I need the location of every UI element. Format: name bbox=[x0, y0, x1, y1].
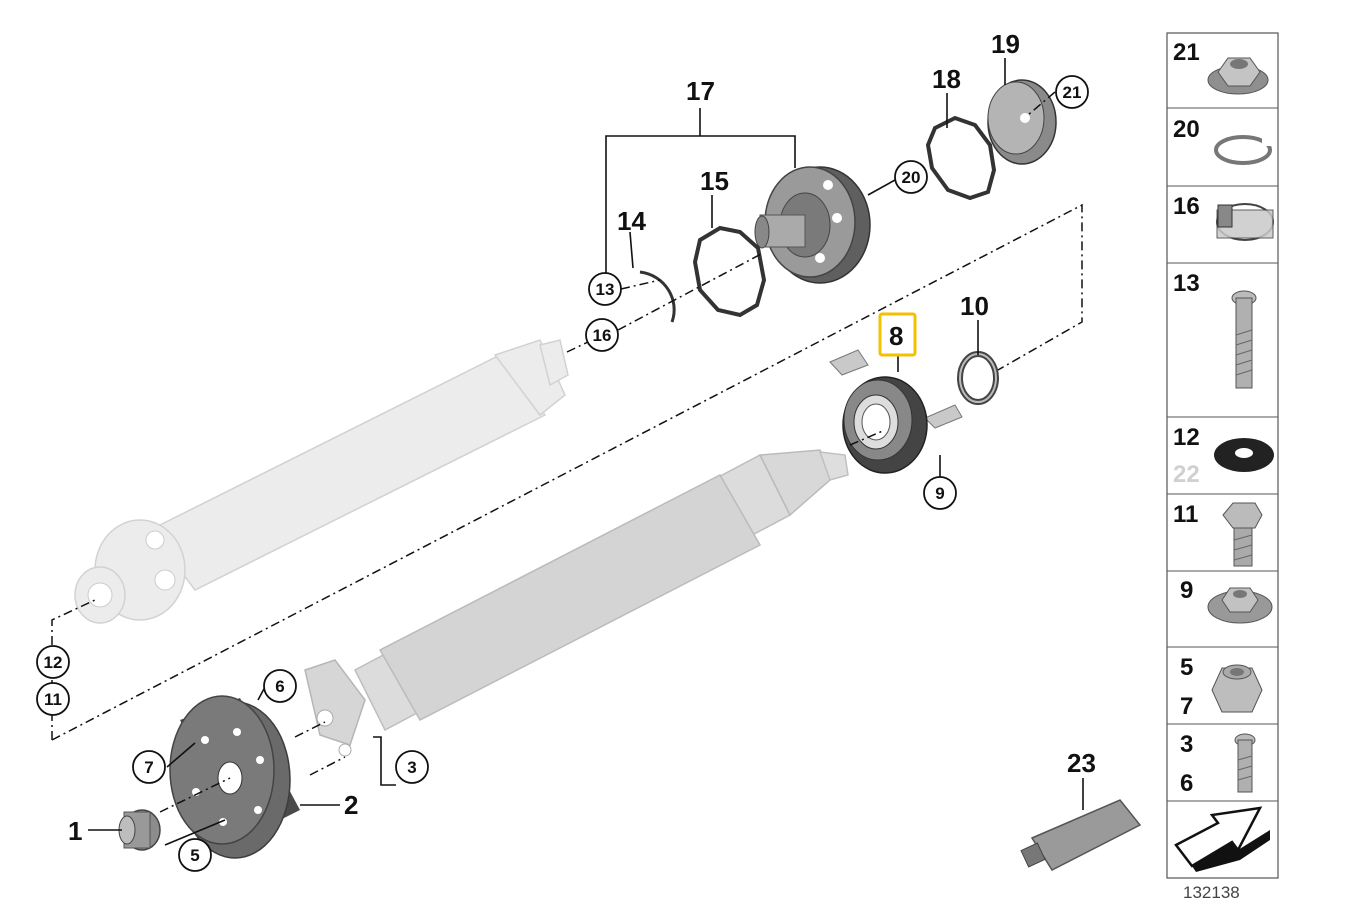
arrow-icon bbox=[1174, 806, 1270, 872]
svg-text:3: 3 bbox=[407, 758, 416, 777]
panel-label-5: 5 bbox=[1180, 654, 1193, 681]
grease-tube bbox=[1020, 799, 1142, 871]
self-locking-nut-icon bbox=[1211, 664, 1263, 713]
callout-5: 5 bbox=[178, 838, 212, 872]
label-1: 1 bbox=[68, 816, 82, 846]
parts-panel: 21 20 16 13 12 22 11 9 5 7 3 6 bbox=[1166, 32, 1279, 879]
callout-21: 21 bbox=[1055, 75, 1089, 109]
panel-label-6: 6 bbox=[1180, 770, 1193, 797]
panel-label-21: 21 bbox=[1173, 39, 1200, 66]
svg-text:20: 20 bbox=[902, 168, 921, 187]
label-14: 14 bbox=[617, 206, 646, 236]
hex-bolt-icon bbox=[1222, 502, 1263, 567]
panel-label-22: 22 bbox=[1173, 461, 1200, 488]
label-23: 23 bbox=[1067, 748, 1096, 778]
svg-text:5: 5 bbox=[190, 846, 199, 865]
panel-label-12: 12 bbox=[1173, 424, 1200, 451]
clamp-band-icon bbox=[1216, 203, 1274, 241]
callout-12: 12 bbox=[36, 645, 70, 679]
gasket-15 bbox=[692, 225, 767, 318]
sealing-ring bbox=[957, 351, 999, 405]
callout-9: 9 bbox=[923, 476, 957, 510]
collar-nut-icon bbox=[1207, 587, 1273, 624]
leader-lines bbox=[51, 58, 1084, 846]
highlight-callout-8: 8 bbox=[878, 312, 917, 357]
svg-text:12: 12 bbox=[44, 653, 63, 672]
rear-shaft bbox=[304, 449, 849, 757]
svg-text:21: 21 bbox=[1063, 83, 1082, 102]
label-17: 17 bbox=[686, 76, 715, 106]
panel-label-16: 16 bbox=[1173, 193, 1200, 220]
panel-label-7: 7 bbox=[1180, 693, 1193, 720]
svg-text:7: 7 bbox=[144, 758, 153, 777]
callout-13: 13 bbox=[588, 272, 622, 306]
callout-16: 16 bbox=[585, 318, 619, 352]
callout-3: 3 bbox=[395, 750, 429, 784]
flex-disc bbox=[169, 695, 300, 859]
panel-label-9: 9 bbox=[1180, 577, 1193, 604]
label-15: 15 bbox=[700, 166, 729, 196]
callout-6: 6 bbox=[263, 669, 297, 703]
svg-text:13: 13 bbox=[596, 280, 615, 299]
circlip-icon bbox=[1214, 135, 1272, 165]
center-bearing bbox=[829, 349, 963, 474]
flange-nut-icon bbox=[1207, 57, 1269, 95]
callout-11: 11 bbox=[36, 682, 70, 716]
washer-icon bbox=[1214, 438, 1274, 472]
gasket-18 bbox=[925, 115, 997, 201]
callout-7: 7 bbox=[132, 750, 166, 784]
cv-joint bbox=[754, 166, 871, 284]
svg-text:16: 16 bbox=[593, 326, 612, 345]
bolt-short-icon bbox=[1234, 733, 1256, 793]
panel-label-13: 13 bbox=[1173, 270, 1200, 297]
label-19: 19 bbox=[991, 29, 1020, 59]
figure-number: 132138 bbox=[1183, 883, 1240, 902]
highlight-box bbox=[878, 312, 917, 357]
cap-19 bbox=[987, 79, 1057, 165]
svg-text:9: 9 bbox=[935, 484, 944, 503]
label-8: 8 bbox=[889, 321, 903, 351]
panel-label-20: 20 bbox=[1173, 116, 1200, 143]
panel-label-11: 11 bbox=[1173, 501, 1198, 528]
bushing bbox=[118, 809, 161, 851]
svg-text:11: 11 bbox=[44, 690, 62, 709]
circlip-14 bbox=[639, 270, 676, 323]
number-labels: 17 15 14 18 19 10 1 2 23 bbox=[68, 29, 1096, 846]
label-10: 10 bbox=[960, 291, 989, 321]
panel-label-3: 3 bbox=[1180, 731, 1193, 758]
label-2: 2 bbox=[344, 790, 358, 820]
svg-text:6: 6 bbox=[275, 677, 284, 696]
ghost-front-shaft bbox=[74, 339, 569, 624]
bolt-long-icon bbox=[1231, 290, 1257, 389]
label-18: 18 bbox=[932, 64, 961, 94]
circled-callouts: 13 16 20 21 9 12 11 6 7 5 3 bbox=[36, 75, 1089, 872]
callout-20: 20 bbox=[894, 160, 928, 194]
